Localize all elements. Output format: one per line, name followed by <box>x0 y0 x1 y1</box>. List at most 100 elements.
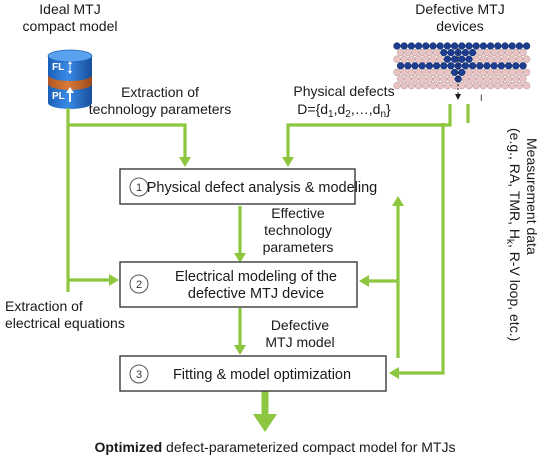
lattice-atom <box>479 68 488 77</box>
step-2-badge <box>129 274 149 294</box>
lattice-atom <box>396 75 405 83</box>
step-2-number: 2 <box>136 279 142 291</box>
lattice-atom <box>468 48 477 57</box>
lattice-atom <box>504 62 513 70</box>
lattice-atom <box>440 48 448 57</box>
lattice-atom <box>447 62 455 70</box>
defective-model-line1: Defective <box>271 317 330 333</box>
lattice-atom <box>414 42 423 50</box>
lattice-atom <box>450 81 459 90</box>
lattice-atom <box>508 81 516 90</box>
defective-mtj-title-line1: Defective MTJ <box>415 1 504 17</box>
lattice-atom <box>483 48 491 57</box>
lattice-atom <box>443 42 452 50</box>
lattice-atom <box>407 81 416 90</box>
fl-label: FL <box>52 62 64 73</box>
lattice-atom <box>429 42 437 50</box>
defective-model-line2: MTJ model <box>265 334 334 350</box>
box-2-label-line1: Electrical modeling of the <box>175 269 337 285</box>
lattice-atom <box>515 42 524 50</box>
lattice-atom <box>519 62 527 70</box>
lattice-atom <box>400 81 408 90</box>
lattice-atom <box>404 75 412 83</box>
lattice-atom <box>508 42 516 50</box>
step-3-number: 3 <box>136 369 142 381</box>
lattice-atom <box>476 75 484 83</box>
lattice-atom <box>414 55 423 63</box>
lattice-atom <box>411 75 419 83</box>
mtj-cylinder-icon: FL PL <box>47 49 93 109</box>
lattice-atom <box>422 81 430 90</box>
lattice-atom <box>472 81 480 90</box>
lattice-atom <box>515 55 524 63</box>
lattice-atom <box>458 68 466 77</box>
lattice-atom <box>418 62 426 70</box>
lattice-atom <box>400 68 408 77</box>
lattice-atom <box>465 81 473 90</box>
lattice-atom <box>422 55 430 63</box>
lattice-atom <box>432 75 441 83</box>
lattice-atom <box>400 55 408 63</box>
lattice-atom <box>454 75 462 83</box>
lattice-atom <box>407 42 416 50</box>
lattice-atom <box>483 75 491 83</box>
lattice-atom <box>440 62 448 70</box>
lattice-atom <box>490 75 498 83</box>
lattice-atom <box>461 48 470 57</box>
atomic-lattice-image <box>393 42 531 90</box>
lattice-atom <box>407 55 416 63</box>
lattice-atom <box>450 55 459 63</box>
box-2-label-line2: defective MTJ device <box>188 286 324 302</box>
lattice-atom <box>465 68 473 77</box>
box-1-label: Physical defect analysis & modeling <box>147 180 378 196</box>
defective-mtj-title-line2: devices <box>436 18 483 34</box>
lattice-atom <box>519 75 527 83</box>
lattice-atom <box>450 68 459 77</box>
lattice-atom <box>486 81 495 90</box>
lattice-atom <box>472 68 480 77</box>
extraction-elec-line2: electrical equations <box>5 315 125 331</box>
physical-defects-line1: Physical defects <box>293 83 394 99</box>
lattice-atom <box>501 68 509 77</box>
lattice-atom <box>400 42 408 50</box>
lattice-atom <box>497 48 506 57</box>
lattice-atom <box>522 81 531 90</box>
effective-line1: Effective <box>271 205 325 221</box>
lattice-atom <box>393 55 401 63</box>
lattice-atom <box>432 48 441 57</box>
lattice-atom <box>418 75 426 83</box>
lattice-atom <box>494 68 502 77</box>
current-arrow-icon <box>455 94 461 100</box>
box-1-physical-defect-analysis: 1 Physical defect analysis & modeling <box>119 168 378 205</box>
lattice-atom <box>443 55 452 63</box>
lattice-atom <box>479 42 488 50</box>
lattice-atom <box>458 81 466 90</box>
lattice-atom <box>522 68 531 77</box>
lattice-atom <box>414 81 423 90</box>
lattice-atom <box>486 55 495 63</box>
lattice-atom <box>404 62 412 70</box>
lattice-atom <box>501 55 509 63</box>
lattice-atom <box>497 62 506 70</box>
lattice-atom <box>425 48 434 57</box>
lattice-atom <box>490 48 498 57</box>
step-3-badge <box>129 364 149 384</box>
lattice-atom <box>436 81 444 90</box>
lattice-atom <box>512 62 520 70</box>
lattice-atom <box>425 62 434 70</box>
footer-caption: Optimized defect-parameterized compact m… <box>94 439 455 455</box>
lattice-atom <box>508 68 516 77</box>
lattice-atom <box>472 42 480 50</box>
lattice-atom <box>436 42 444 50</box>
lattice-atom <box>490 62 498 70</box>
lattice-atom <box>504 48 513 57</box>
lattice-atom <box>393 42 401 50</box>
lattice-atom <box>432 62 441 70</box>
lattice-atom <box>494 42 502 50</box>
extraction-elec-line1: Extraction of <box>5 298 83 314</box>
extraction-tech-line2: technology parameters <box>89 101 231 117</box>
lattice-atom <box>465 42 473 50</box>
lattice-atom <box>458 42 466 50</box>
